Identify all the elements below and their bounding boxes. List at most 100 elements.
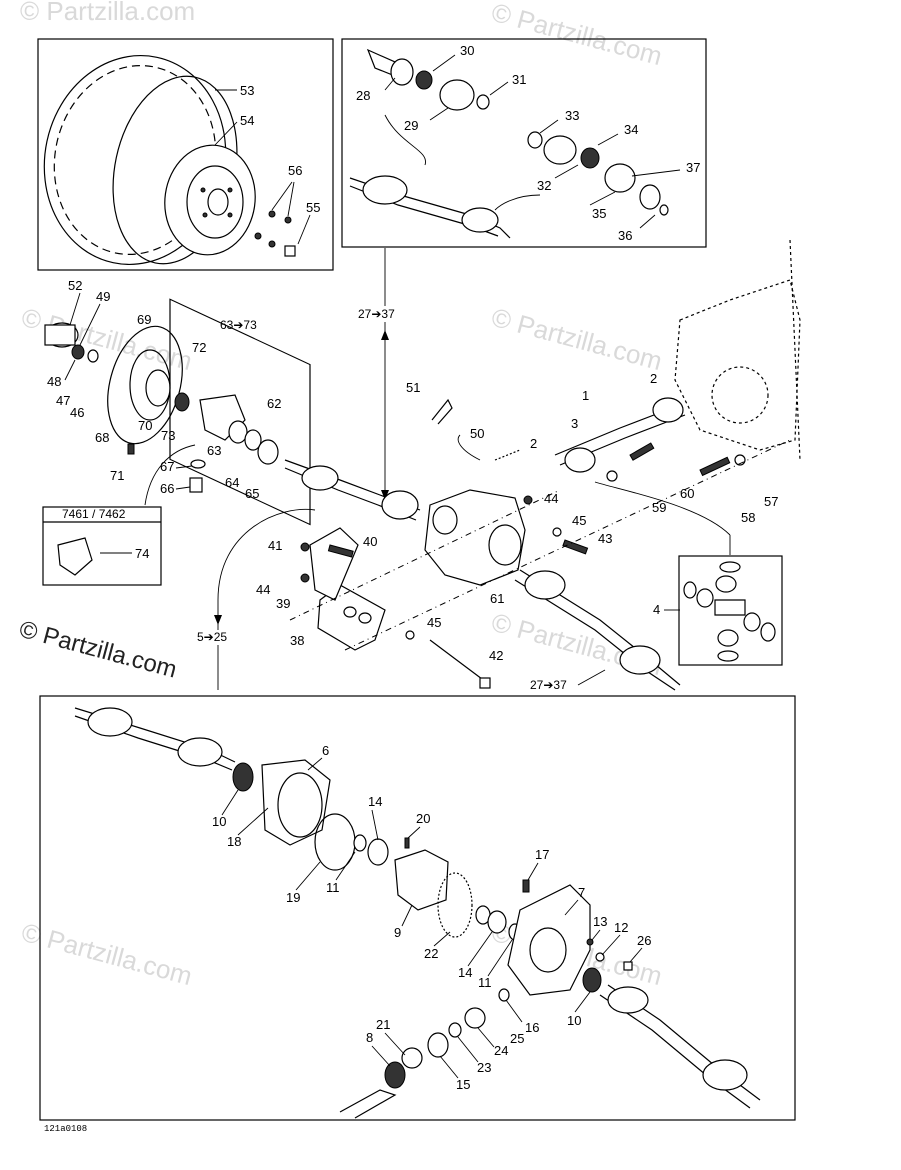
callout-34: 34: [624, 122, 638, 137]
callout-10b: 10: [567, 1013, 581, 1028]
diff-housing-lower: [507, 879, 633, 996]
callout-20: 20: [416, 811, 430, 826]
callout-42: 42: [489, 648, 503, 663]
callout-26: 26: [637, 933, 651, 948]
callout-71: 71: [110, 468, 124, 483]
spring-and-clip: [431, 398, 521, 461]
callout-22: 22: [424, 946, 438, 961]
wheel-box: [37, 38, 334, 271]
callout-7: 7: [578, 885, 585, 900]
callout-28: 28: [356, 88, 370, 103]
callout-44a: 44: [256, 582, 270, 597]
callout-60: 60: [680, 486, 694, 501]
diff-right-shaft: [599, 984, 761, 1109]
callout-43: 43: [598, 531, 612, 546]
callout-67: 67: [160, 459, 174, 474]
callout-44b: 44: [544, 491, 558, 506]
callout-45b: 45: [427, 615, 441, 630]
ref-axle-lower: 27➔37: [530, 678, 567, 692]
callout-11a: 11: [326, 880, 340, 895]
mount-plate: [309, 527, 386, 651]
differential-housing: [424, 489, 526, 586]
callout-13: 13: [593, 914, 607, 929]
pinion-group: [339, 988, 510, 1119]
callout-21: 21: [376, 1017, 390, 1032]
callout-18: 18: [227, 834, 241, 849]
callout-17: 17: [535, 847, 549, 862]
callout-12: 12: [614, 920, 628, 935]
callout-1: 1: [582, 388, 589, 403]
ref-axle-upper: 27➔37: [358, 307, 395, 321]
inset-label: 7461 / 7462: [62, 507, 126, 521]
callout-10a: 10: [212, 814, 226, 829]
callout-46: 46: [70, 405, 84, 420]
axle-shaft-detail: [349, 175, 511, 239]
callout-69: 69: [137, 312, 151, 327]
callout-38: 38: [290, 633, 304, 648]
callout-48: 48: [47, 374, 61, 389]
callout-55: 55: [306, 200, 320, 215]
rim-illustration: [164, 144, 256, 256]
callout-47: 47: [56, 393, 70, 408]
callout-35: 35: [592, 206, 606, 221]
callout-51: 51: [406, 380, 420, 395]
right-drive-axle: [514, 569, 681, 691]
callout-23: 23: [477, 1060, 491, 1075]
callout-45a: 45: [572, 513, 586, 528]
ref-differential: 5➔25: [197, 630, 227, 644]
callout-64: 64: [225, 475, 239, 490]
callout-25: 25: [510, 1031, 524, 1046]
figure-code: 121a0108: [44, 1124, 87, 1134]
callout-8: 8: [366, 1030, 373, 1045]
engine-outline: [674, 239, 801, 461]
ref-knuckle-group: 63➔73: [220, 318, 257, 332]
ujoint-box: [678, 555, 783, 666]
callout-33: 33: [565, 108, 579, 123]
callout-6: 6: [322, 743, 329, 758]
knuckle-group-box: [169, 298, 311, 526]
differential-box: [39, 695, 796, 1121]
outer-cv-parts: [366, 48, 490, 111]
callout-62: 62: [267, 396, 281, 411]
callout-40: 40: [363, 534, 377, 549]
callout-74: 74: [135, 546, 149, 561]
callout-4: 4: [653, 602, 660, 617]
callout-56: 56: [288, 163, 302, 178]
callout-11b: 11: [478, 975, 492, 990]
callout-57: 57: [764, 494, 778, 509]
callout-58: 58: [741, 510, 755, 525]
diff-link-line: [217, 508, 316, 690]
diff-cover: [232, 759, 356, 871]
inset-knuckle: [57, 537, 93, 576]
callout-2b: 2: [530, 436, 537, 451]
propeller-shaft: [554, 397, 686, 473]
watermark-1: © Partzilla.com: [20, 0, 195, 26]
callout-65: 65: [245, 486, 259, 501]
callout-61: 61: [490, 591, 504, 606]
callout-19: 19: [286, 890, 300, 905]
callout-39: 39: [276, 596, 290, 611]
callout-66: 66: [160, 481, 174, 496]
callout-9: 9: [394, 925, 401, 940]
callout-24: 24: [494, 1043, 508, 1058]
callout-50: 50: [470, 426, 484, 441]
shaft-detail-box: [341, 38, 707, 248]
diff-internals: [353, 834, 522, 941]
callout-16: 16: [525, 1020, 539, 1035]
hub-bearing-group: [44, 322, 99, 363]
left-drive-axle: [284, 459, 421, 521]
callout-73: 73: [161, 428, 175, 443]
callout-68: 68: [95, 430, 109, 445]
callout-54: 54: [240, 113, 254, 128]
callout-53: 53: [240, 83, 254, 98]
callout-59: 59: [652, 500, 666, 515]
callout-14a: 14: [368, 794, 382, 809]
callout-36: 36: [618, 228, 632, 243]
callout-30: 30: [460, 43, 474, 58]
small-bolts: [127, 443, 206, 493]
callout-37: 37: [686, 160, 700, 175]
steering-knuckle: [174, 392, 279, 465]
small-hardware: [300, 442, 746, 640]
callout-63: 63: [207, 443, 221, 458]
